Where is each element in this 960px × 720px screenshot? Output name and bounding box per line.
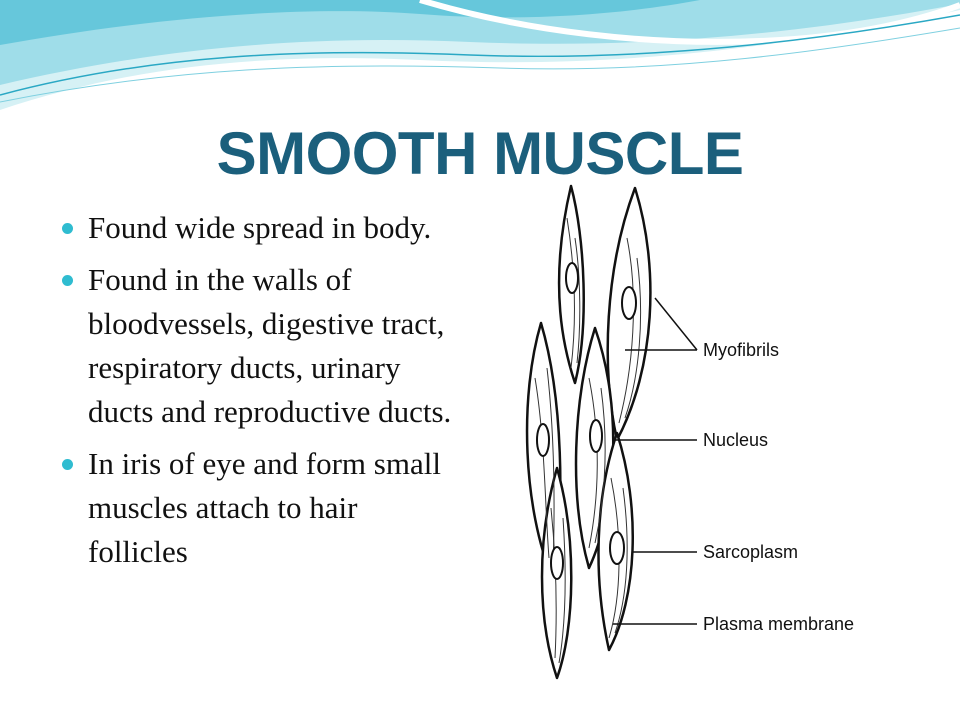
bullet-item: In iris of eye and form small muscles at… — [62, 442, 462, 574]
bullet-text: Found wide spread in body. — [88, 210, 432, 245]
label-leader-lines — [613, 297, 698, 625]
bullet-dot-icon — [62, 223, 73, 234]
header-wave-decoration — [0, 0, 960, 110]
bullet-dot-icon — [62, 459, 73, 470]
myofibril-strokes — [534, 217, 642, 664]
label-myofibrils: Myofibrils — [703, 340, 779, 360]
bullet-item: Found wide spread in body. — [62, 206, 462, 250]
slide-title: SMOOTH MUSCLE — [216, 120, 744, 187]
bullet-dot-icon — [62, 275, 73, 286]
label-plasma-membrane: Plasma membrane — [703, 614, 854, 634]
bullet-item: Found in the walls of bloodvessels, dige… — [62, 258, 462, 434]
nucleus-shapes — [536, 262, 637, 580]
label-sarcoplasm: Sarcoplasm — [703, 542, 798, 562]
bullet-text: In iris of eye and form small muscles at… — [88, 446, 441, 569]
bullet-text: Found in the walls of bloodvessels, dige… — [88, 262, 452, 429]
smooth-muscle-diagram: Myofibrils Nucleus Sarcoplasm Plasma mem… — [505, 178, 900, 688]
label-nucleus: Nucleus — [703, 430, 768, 450]
bullet-list: Found wide spread in body. Found in the … — [62, 206, 462, 582]
